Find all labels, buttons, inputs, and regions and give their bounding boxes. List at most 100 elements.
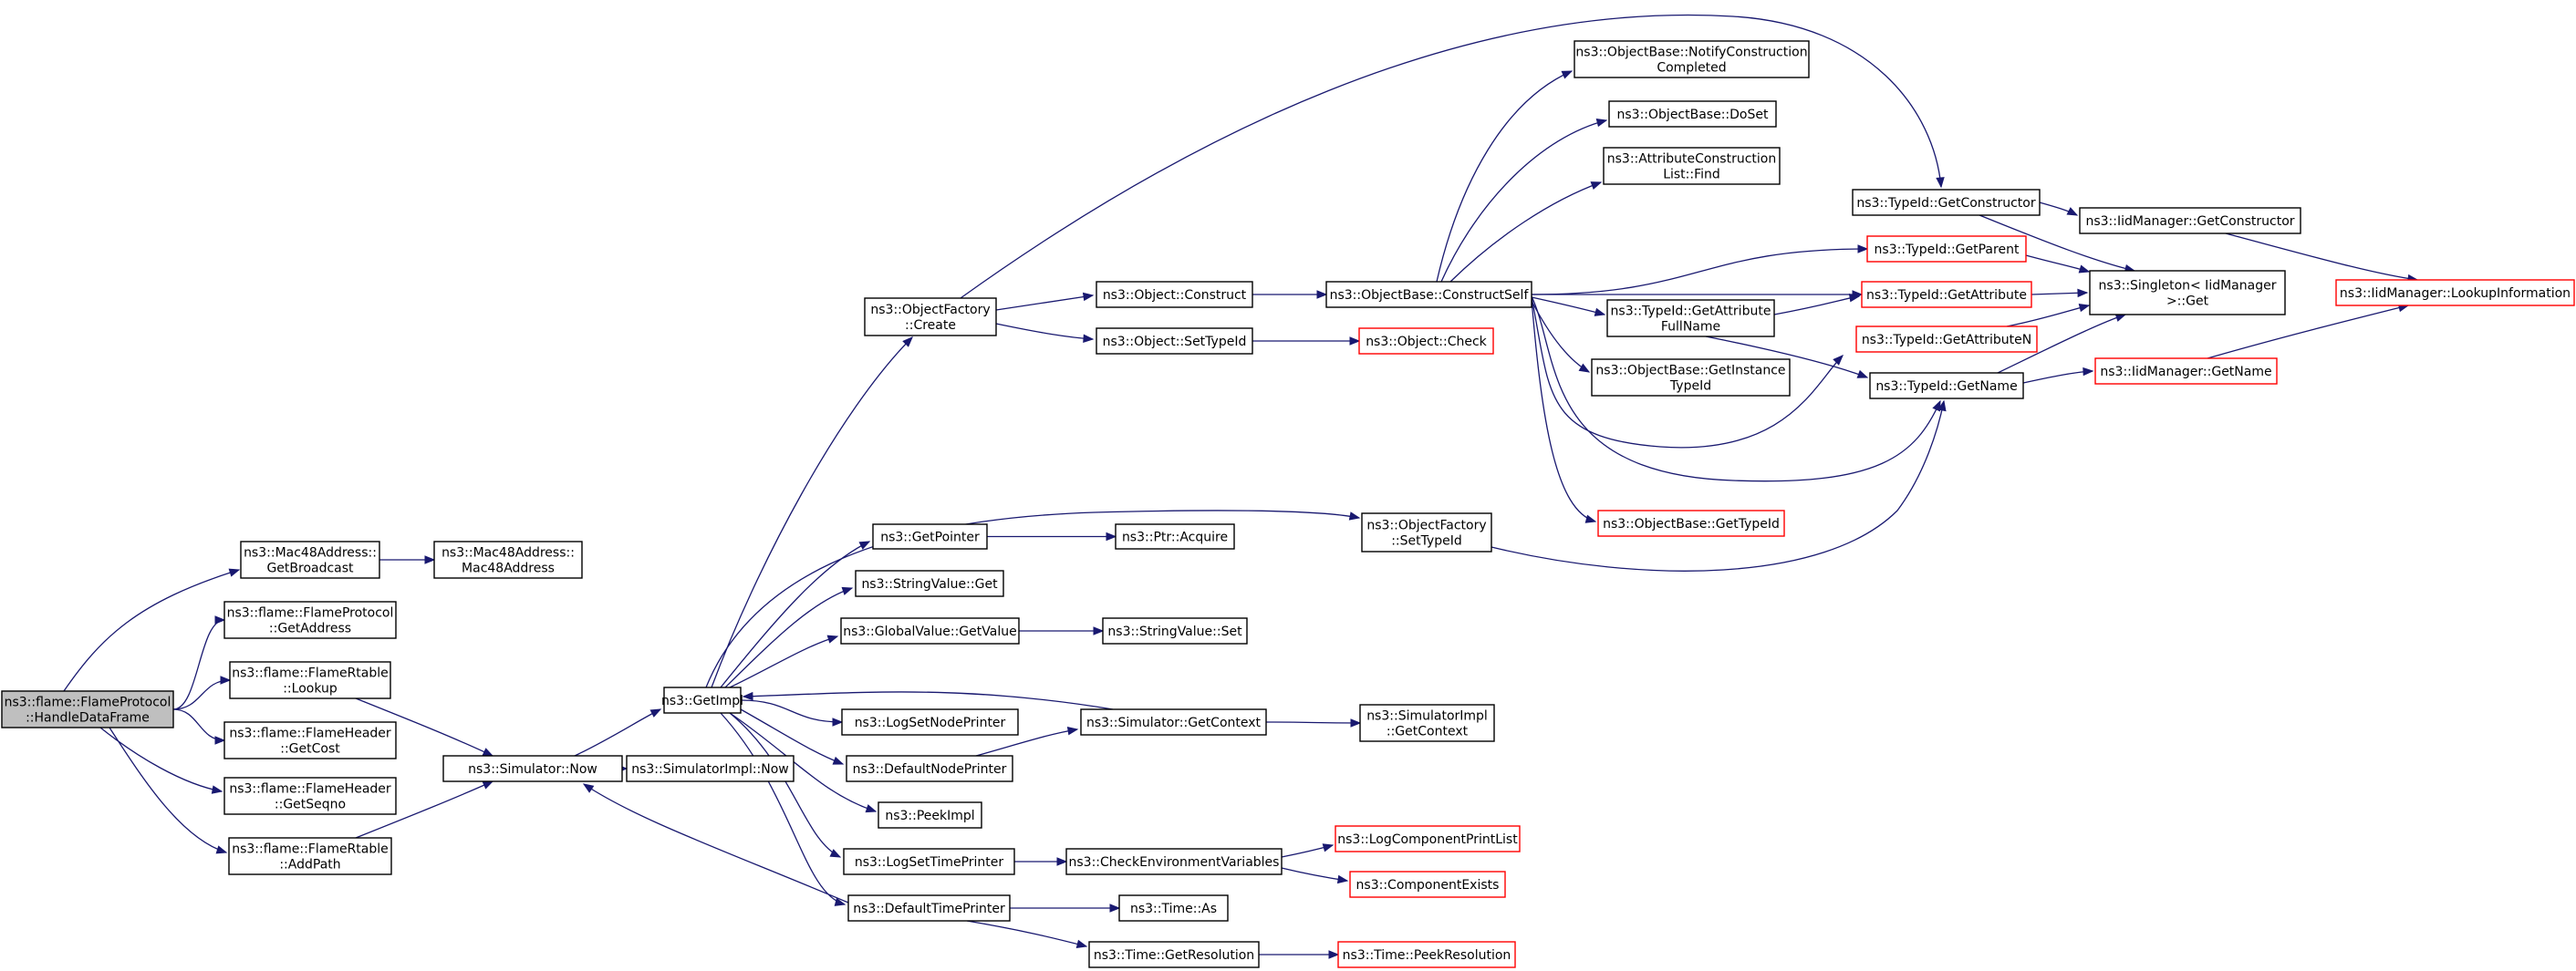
node-lookup[interactable]: ns3::flame::FlameRtable::Lookup (229, 661, 391, 699)
node-box (1118, 894, 1229, 922)
node-mac48[interactable]: ns3::Mac48Address::Mac48Address (433, 541, 583, 579)
edges-layer (63, 14, 2419, 959)
node-label: ns3::StringValue::Get (861, 577, 998, 592)
edge-constructself-to-doset (1440, 119, 1607, 283)
node-svget[interactable]: ns3::StringValue::Get (855, 570, 1004, 597)
node-timegetres[interactable]: ns3::Time::GetResolution (1088, 941, 1260, 968)
node-label: ns3::TypeId::GetParent (1875, 243, 2020, 257)
node-label: ::GetSeqno (275, 798, 346, 812)
arrowhead (214, 736, 226, 745)
node-iidgetname[interactable]: ns3::IidManager::GetName (2094, 357, 2278, 385)
node-box (2094, 357, 2278, 385)
node-getbroadcast[interactable]: ns3::Mac48Address::GetBroadcast (240, 541, 380, 579)
node-gvgetvalue[interactable]: ns3::GlobalValue::GetValue (840, 617, 1020, 645)
node-label: ns3::GetImpl (661, 694, 743, 708)
node-label: ns3::TypeId::GetAttribute (1611, 305, 1771, 319)
node-tidgetname[interactable]: ns3::TypeId::GetName (1869, 372, 2024, 399)
edge-constructself-to-getinstancetid (1531, 300, 1590, 373)
node-tidgetparent[interactable]: ns3::TypeId::GetParent (1866, 235, 2027, 263)
node-label: TypeId (1669, 379, 1711, 394)
node-svset[interactable]: ns3::StringValue::Set (1102, 617, 1248, 645)
arrowhead (424, 555, 436, 564)
node-label: ns3::Time::PeekResolution (1343, 948, 1511, 963)
edge-handle-to-getbroadcast (63, 569, 240, 692)
node-box (1855, 325, 2038, 353)
node-label: ns3::ObjectBase::GetTypeId (1603, 517, 1780, 532)
node-getimpl[interactable]: ns3::GetImpl (661, 687, 743, 714)
node-label: ns3::StringValue::Set (1107, 625, 1242, 639)
node-tidgetconstructor[interactable]: ns3::TypeId::GetConstructor (1852, 189, 2041, 216)
node-now[interactable]: ns3::Simulator::Now (442, 755, 623, 782)
node-obgettypeid[interactable]: ns3::ObjectBase::GetTypeId (1597, 510, 1785, 537)
node-implnow[interactable]: ns3::SimulatorImpl::Now (626, 755, 795, 782)
arrowhead (214, 615, 226, 625)
edge-getimpl-to-defnodeprinter (740, 708, 844, 765)
node-box (442, 755, 623, 782)
edge-handle-to-addpath (109, 727, 227, 853)
node-label: List::Find (1663, 168, 1720, 182)
node-box (1603, 147, 1781, 185)
arrowhead (829, 849, 842, 858)
node-iidlookupinfo[interactable]: ns3::IidManager::LookupInformation (2335, 279, 2575, 306)
arrowhead (1106, 532, 1117, 542)
node-doset[interactable]: ns3::ObjectBase::DoSet (1608, 100, 1777, 128)
node-box (1361, 512, 1492, 553)
node-iidgetconstructor[interactable]: ns3::IidManager::GetConstructor (2079, 207, 2301, 234)
node-ptracquire[interactable]: ns3::Ptr::Acquire (1115, 523, 1235, 550)
node-box (1608, 100, 1777, 128)
node-box (1359, 704, 1495, 742)
node-implgetcontext[interactable]: ns3::SimulatorImpl::GetContext (1359, 704, 1495, 742)
node-notifyconst[interactable]: ns3::ObjectBase::NotifyConstructionCompl… (1574, 40, 1810, 78)
node-objsettypeid[interactable]: ns3::Object::SetTypeId (1096, 327, 1253, 355)
node-handle[interactable]: ns3::flame::FlameProtocol::HandleDataFra… (1, 690, 174, 728)
node-singletonget[interactable]: ns3::Singleton< IidManager>::Get (2089, 270, 2286, 315)
node-ofcreate[interactable]: ns3::ObjectFactory::Create (864, 297, 997, 336)
node-box (864, 297, 997, 336)
node-label: ::GetAddress (269, 622, 351, 636)
node-box (843, 848, 1015, 875)
node-ofsettypeid[interactable]: ns3::ObjectFactory::SetTypeId (1361, 512, 1492, 553)
node-tidgetattrn[interactable]: ns3::TypeId::GetAttributeN (1855, 325, 2038, 353)
node-checkenv[interactable]: ns3::CheckEnvironmentVariables (1065, 848, 1283, 875)
arrowhead (1083, 334, 1095, 343)
node-label: ns3::SimulatorImpl::Now (631, 762, 789, 777)
node-defnodeprinter[interactable]: ns3::DefaultNodePrinter (846, 755, 1013, 782)
node-getpointer[interactable]: ns3::GetPointer (872, 523, 988, 550)
arrowhead (1075, 939, 1088, 948)
node-timepeekres[interactable]: ns3::Time::PeekResolution (1337, 941, 1516, 968)
node-constructself[interactable]: ns3::ObjectBase::ConstructSelf (1325, 281, 1532, 308)
node-box (223, 721, 397, 759)
node-box (1102, 617, 1248, 645)
node-tidgetattribute[interactable]: ns3::TypeId::GetAttribute (1861, 281, 2032, 308)
node-logsetnode[interactable]: ns3::LogSetNodePrinter (841, 708, 1019, 736)
node-objconstruct[interactable]: ns3::Object::Construct (1096, 281, 1253, 308)
node-box (1861, 281, 2032, 308)
edge-constructself-to-tidgetname (1531, 295, 1941, 482)
node-box (663, 687, 742, 714)
node-compexists[interactable]: ns3::ComponentExists (1349, 871, 1506, 898)
node-logsettime[interactable]: ns3::LogSetTimePrinter (843, 848, 1015, 875)
node-label: ::SetTypeId (1391, 534, 1462, 549)
node-logcompprint[interactable]: ns3::LogComponentPrintList (1335, 825, 1521, 852)
node-getaddress[interactable]: ns3::flame::FlameProtocol::GetAddress (223, 601, 397, 639)
node-timeas[interactable]: ns3::Time::As (1118, 894, 1229, 922)
node-box (1088, 941, 1260, 968)
node-box (1096, 327, 1253, 355)
node-objcheck[interactable]: ns3::Object::Check (1358, 327, 1494, 355)
node-deftimeprinter[interactable]: ns3::DefaultTimePrinter (847, 894, 1011, 922)
edge-constructself-to-gaf (1531, 296, 1605, 315)
node-label: ns3::flame::FlameHeader (229, 782, 391, 797)
edge-ofsettypeid-to-tidgetname (1491, 400, 1945, 572)
arrowhead (858, 541, 871, 550)
node-box (1597, 510, 1785, 537)
node-addpath[interactable]: ns3::flame::FlameRtable::AddPath (228, 837, 392, 875)
node-box (878, 801, 982, 829)
node-peekimpl[interactable]: ns3::PeekImpl (878, 801, 982, 829)
node-label: ns3::Simulator::GetContext (1086, 716, 1262, 730)
node-getseqno[interactable]: ns3::flame::FlameHeader::GetSeqno (223, 777, 397, 815)
node-getcost[interactable]: ns3::flame::FlameHeader::GetCost (223, 721, 397, 759)
node-getcontext[interactable]: ns3::Simulator::GetContext (1080, 708, 1267, 736)
